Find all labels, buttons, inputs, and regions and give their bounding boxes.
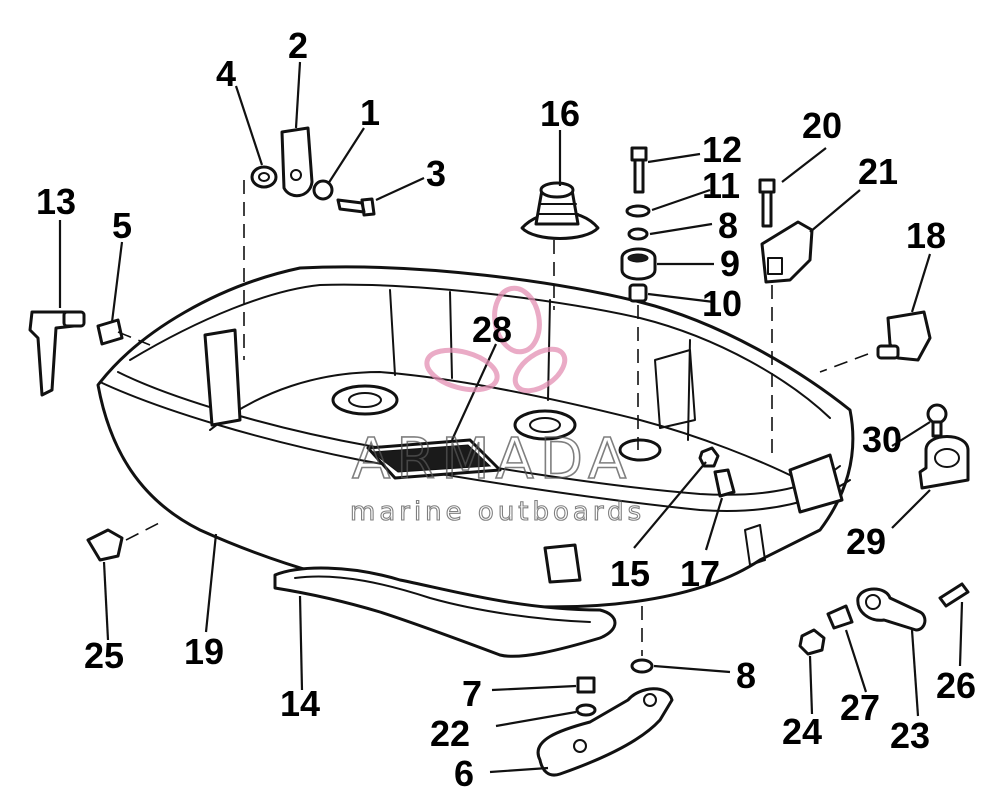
link-23 [856,587,927,632]
nut-24 [798,628,826,656]
watermark-logo-icon [424,285,568,394]
latch-plate-2 [280,126,314,198]
watermark: ARMADA marine outboards [349,285,645,528]
grommet-9-hole [627,253,649,263]
callout-10: 10 [702,283,742,324]
clamp-29 [918,435,970,490]
callout-11: 11 [702,165,740,206]
watermark-brand: ARMADA [352,427,632,492]
plate-6-hole-a [573,739,587,753]
callout-12: 12 [702,129,742,170]
washer-1 [312,179,334,201]
bolt-12-head [630,146,648,162]
callout-9: 9 [720,243,740,284]
fitting-25 [86,528,124,562]
stud-27 [826,604,854,630]
callout-28: 28 [472,309,512,350]
callout-13: 13 [36,181,76,222]
lever-13-pin [62,310,86,328]
callout-24: 24 [782,711,822,752]
leader-lines [58,61,964,774]
callout-5: 5 [112,205,132,246]
callout-4: 4 [216,53,236,94]
callout-8b: 8 [736,655,756,696]
screw-7 [576,676,596,694]
callout-17: 17 [680,553,720,594]
plate-6-hole-b [643,693,657,707]
bracket-21-slot [767,257,783,275]
grommet-9 [620,247,657,281]
plug-17 [713,468,736,498]
latch-plate-2-hole [290,169,302,181]
callout-23: 23 [890,715,930,756]
callout-2: 2 [288,25,308,66]
link-23-hole [865,594,881,610]
seal-14 [273,566,617,658]
callout-27: 27 [840,687,880,728]
callout-15: 15 [610,553,650,594]
bolt-20-head [758,178,776,194]
callout-6: 6 [454,753,474,794]
callouts: 1 2 3 4 5 6 7 8 8 9 10 11 12 13 14 15 16… [36,25,976,794]
screw-3 [336,197,376,217]
washer-11 [625,204,651,218]
washer-8-top [627,227,649,241]
watermark-tagline: marine outboards [350,497,645,527]
plate-6 [536,687,674,777]
washer-4-hole [258,172,270,182]
callout-14: 14 [280,683,320,724]
washer-4 [250,165,278,189]
callout-19: 19 [184,631,224,672]
grommet-16 [520,181,600,240]
callout-7: 7 [462,673,482,714]
callout-30: 30 [862,419,902,460]
clamp-29-hole [934,448,960,468]
assembly-lines [117,180,869,656]
callout-26: 26 [936,665,976,706]
latch-18-pin [876,344,900,360]
sleeve-10 [628,283,648,303]
bushing-5 [96,318,124,346]
seal-28 [366,438,502,480]
callout-1: 1 [360,92,380,133]
callout-21: 21 [858,151,898,192]
callout-8a: 8 [718,205,738,246]
callout-29: 29 [846,521,886,562]
bolt-30-head [926,403,948,425]
bolt-12-shank [633,158,645,194]
callout-25: 25 [84,635,124,676]
callout-18: 18 [906,215,946,256]
nut-15 [698,446,720,468]
callout-16: 16 [540,93,580,134]
lower-motor-cover [96,265,855,609]
bolt-30-shank [931,420,943,438]
screw-26 [938,582,970,608]
callout-3: 3 [426,153,446,194]
bolt-20-shank [761,190,773,228]
callout-22: 22 [430,713,470,754]
callout-20: 20 [802,105,842,146]
bracket-21 [760,220,814,284]
washer-22 [575,703,597,717]
washer-8-bottom [630,658,654,674]
